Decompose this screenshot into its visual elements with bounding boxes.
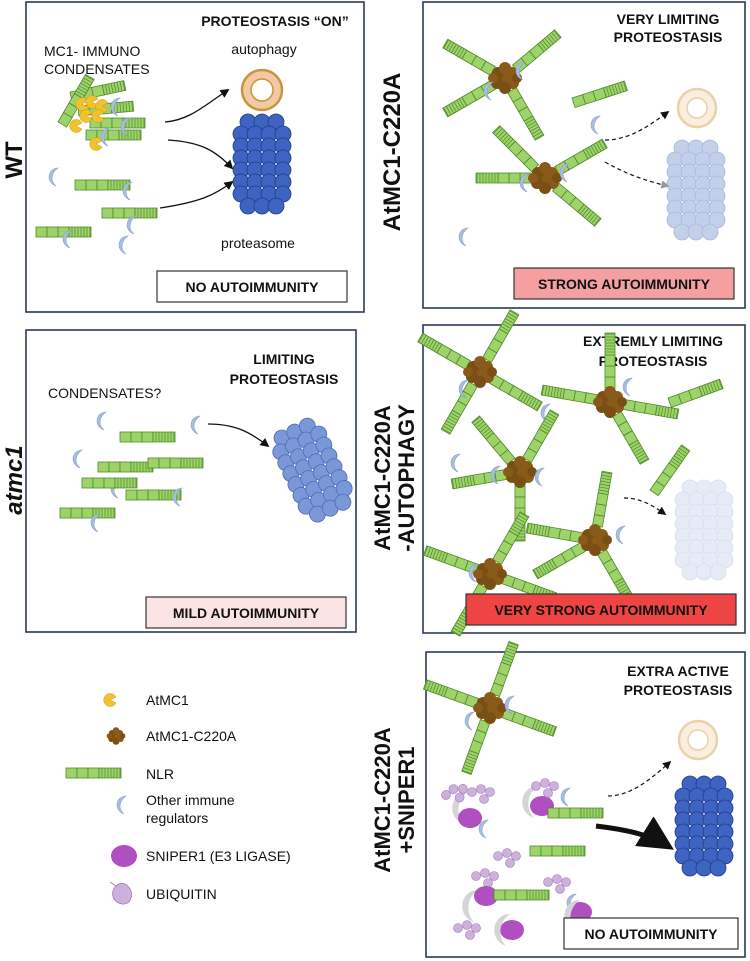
atmc1-badge <box>145 596 347 629</box>
wt-title: PROTEOSTASIS “ON” <box>201 13 349 29</box>
legend-atmc1: AtMC1 <box>146 692 189 708</box>
legend-ubiquitin: UBIQUITIN <box>146 886 217 902</box>
atmc1-title-2: PROTEOSTASIS <box>230 371 339 387</box>
panel-c220a-sniper: EXTRA ACTIVE PROTEOSTASIS <box>423 641 746 958</box>
atmc1-condensate-label: CONDENSATES? <box>48 385 162 401</box>
wt-badge <box>156 270 348 303</box>
legend: AtMC1 AtMC1-C220A NLR Other immune regul… <box>65 692 291 905</box>
side-label-c220a-autophagy-2: -AUTOPHAGY <box>394 404 419 552</box>
legend-nlr: NLR <box>146 766 174 782</box>
c220a-autophagy-badge <box>465 593 737 626</box>
c220a-title-2: PROTEOSTASIS <box>614 29 723 45</box>
panel-c220a: VERY LIMITING PROTEOSTASIS <box>422 1 746 309</box>
atmc1-badge-text: MILD AUTOIMMUNITY <box>173 605 320 621</box>
c220a-autophagy-title-2: PROTEOSTASIS <box>599 353 708 369</box>
sniper-complex <box>438 779 495 839</box>
sniper-complex <box>522 778 604 819</box>
side-label-c220a-sniper-2: +SNIPER1 <box>394 747 419 854</box>
legend-other-1: Other immune <box>146 792 235 808</box>
panel-atmc1: LIMITING PROTEOSTASIS CONDENSATES? MILD … <box>25 329 361 633</box>
c220a-title-1: VERY LIMITING <box>617 11 720 27</box>
c220a-sniper-title-1: EXTRA ACTIVE <box>627 663 729 679</box>
c220a-sniper-badge <box>563 917 739 950</box>
side-label-atmc1: atmc1 <box>1 445 28 514</box>
side-label-c220a-autophagy-1: AtMC1-C220A <box>370 405 395 551</box>
c220a-badge-text: STRONG AUTOIMMUNITY <box>538 276 711 292</box>
sniper-complex <box>543 874 592 932</box>
atmc1-title-1: LIMITING <box>253 351 315 367</box>
wt-condensate-label-1: MC1- IMMUNO <box>44 43 141 59</box>
side-label-wt: WT <box>1 141 28 179</box>
c220a-autophagy-title-1: EXTREMLY LIMITING <box>583 333 723 349</box>
legend-sniper1: SNIPER1 (E3 LIGASE) <box>146 848 291 864</box>
panel-wt: PROTEOSTASIS “ON” MC1- IMMUNO CONDENSATE… <box>25 1 365 313</box>
legend-sniper-icon <box>111 845 137 867</box>
sniper-complex <box>462 845 586 922</box>
side-label-c220a: AtMC1-C220A <box>379 73 406 232</box>
c220a-autophagy-badge-text: VERY STRONG AUTOIMMUNITY <box>494 602 708 618</box>
side-label-c220a-sniper-1: AtMC1-C220A <box>370 727 395 873</box>
sniper-complex <box>453 914 524 946</box>
legend-atmc1-c220a: AtMC1-C220A <box>146 728 237 744</box>
legend-ubiquitin-icon <box>109 881 132 905</box>
wt-badge-text: NO AUTOIMMUNITY <box>186 279 320 295</box>
legend-other-2: regulators <box>146 810 208 826</box>
wt-proteasome-label: proteasome <box>221 235 295 251</box>
panel-c220a-autophagy: EXTREMLY LIMITING PROTEOSTASIS <box>417 309 746 637</box>
wt-condensate-label-2: CONDENSATES <box>44 61 150 77</box>
c220a-sniper-title-2: PROTEOSTASIS <box>624 682 733 698</box>
c220a-badge <box>513 267 735 300</box>
wt-autophagy-label: autophagy <box>231 41 296 57</box>
c220a-sniper-badge-text: NO AUTOIMMUNITY <box>585 926 719 942</box>
